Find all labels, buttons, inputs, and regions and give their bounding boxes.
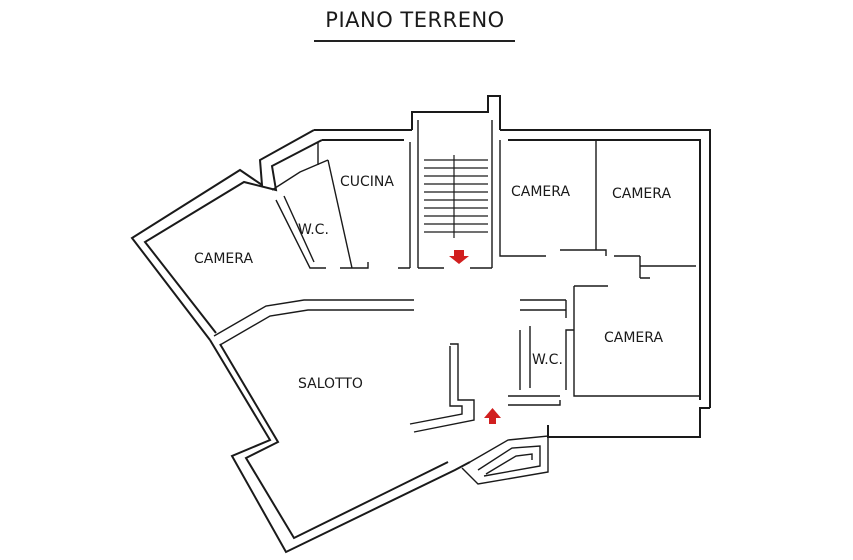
- arrow-down-icon: [449, 250, 469, 264]
- entrance-steps: [461, 435, 549, 485]
- left-lower-wall: [209, 339, 471, 554]
- room-label-wc-bottom: W.C.: [532, 352, 563, 368]
- page-title: PIANO TERRENO: [325, 8, 505, 32]
- wc-bottom-wall: [565, 329, 574, 390]
- outer-walls: [130, 95, 711, 554]
- right-wall: [547, 407, 710, 438]
- salotto-right-wall: [409, 343, 475, 433]
- camera-lower-right-wall: [508, 285, 700, 406]
- top-wall-inner: [322, 139, 701, 400]
- room-label-camera-lower-right: CAMERA: [604, 330, 663, 346]
- room-label-cucina: CUCINA: [340, 174, 394, 190]
- top-wall: [314, 129, 711, 408]
- salotto-top-wall: [213, 299, 414, 346]
- room-label-camera-left: CAMERA: [194, 251, 253, 267]
- wc-top-wall: [271, 159, 329, 269]
- stair-tower-wall: [411, 95, 501, 130]
- left-lower-wall-inner: [219, 343, 449, 540]
- room-label-camera-right: CAMERA: [612, 186, 671, 202]
- room-label-wc-top: W.C.: [298, 222, 329, 238]
- room-label-salotto: SALOTTO: [298, 376, 363, 392]
- stair-shaft-wall: [417, 120, 493, 269]
- arrow-up-icon: [484, 408, 501, 424]
- camera-right-wall: [640, 265, 696, 279]
- upper-left-wall-inner: [143, 139, 323, 334]
- stair-steps: [424, 155, 488, 238]
- interior-walls: [213, 120, 700, 485]
- upper-left-wall: [130, 129, 315, 341]
- room-label-camera-mid: CAMERA: [511, 184, 570, 200]
- title-underline: [314, 40, 515, 42]
- kitchen-wall: [317, 142, 411, 269]
- camera-mid-wall: [499, 140, 641, 278]
